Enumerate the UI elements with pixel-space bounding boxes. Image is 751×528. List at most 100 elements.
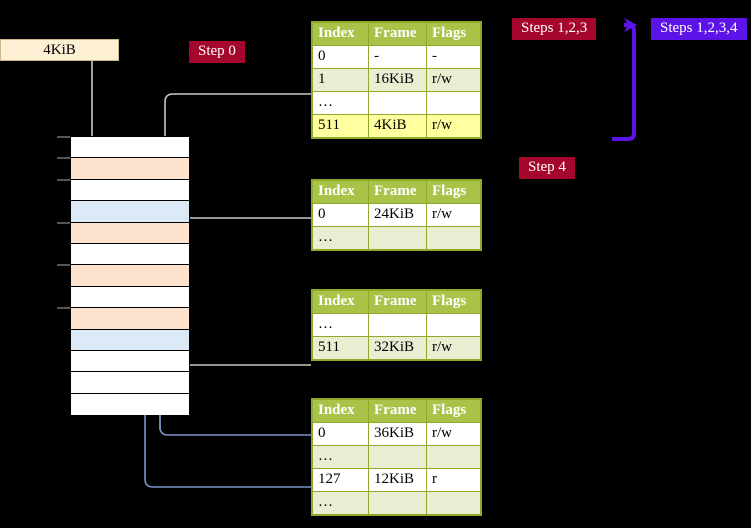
column-header-frame: Frame <box>368 180 427 204</box>
cell-frame <box>368 91 427 115</box>
cell-flags: r/w <box>426 114 481 138</box>
cell-index: 0 <box>312 422 369 446</box>
cell-frame: - <box>368 45 427 69</box>
column-header-frame: Frame <box>368 290 427 314</box>
cell-index: 0 <box>312 203 369 227</box>
cell-flags <box>426 91 481 115</box>
cell-flags <box>426 226 481 250</box>
virtual-address-label: 4KiB <box>43 41 76 58</box>
physical-memory-column <box>57 136 190 416</box>
memory-frame-row <box>71 286 189 309</box>
memory-frame-row <box>71 243 189 266</box>
cell-frame <box>368 313 427 337</box>
memory-frame-row <box>57 221 189 244</box>
table-row: 0-- <box>312 45 481 69</box>
cell-flags: r/w <box>426 336 481 360</box>
cell-frame: 24KiB <box>368 203 427 227</box>
memory-row-tick <box>57 178 70 181</box>
cell-flags <box>426 445 481 469</box>
cell-index: 511 <box>312 114 369 138</box>
column-header-flags: Flags <box>426 290 481 314</box>
column-header-index: Index <box>312 180 369 204</box>
cell-frame: 32KiB <box>368 336 427 360</box>
column-header-frame: Frame <box>368 22 427 46</box>
memory-frame-row <box>57 136 189 159</box>
badge-step-4: Step 4 <box>519 157 575 179</box>
cell-frame <box>368 445 427 469</box>
cell-index: … <box>312 91 369 115</box>
cell-index: 0 <box>312 45 369 69</box>
column-header-flags: Flags <box>426 180 481 204</box>
cell-flags: r/w <box>426 422 481 446</box>
badge-steps-123: Steps 1,2,3 <box>512 18 597 40</box>
cell-index: … <box>312 491 369 515</box>
cell-flags: r <box>426 468 481 492</box>
cell-index: … <box>312 226 369 250</box>
table-row: … <box>312 445 481 469</box>
cell-frame: 36KiB <box>368 422 427 446</box>
column-header-index: Index <box>312 22 369 46</box>
memory-frame-row <box>57 307 189 330</box>
memory-row-tick <box>57 307 70 310</box>
wire-steps-return <box>612 17 637 141</box>
column-header-index: Index <box>312 399 369 423</box>
cell-flags <box>426 313 481 337</box>
cell-index: 1 <box>312 68 369 92</box>
column-header-frame: Frame <box>368 399 427 423</box>
memory-frame-row <box>57 157 189 180</box>
cell-frame <box>368 491 427 515</box>
cell-flags: - <box>426 45 481 69</box>
memory-row-tick <box>57 264 70 267</box>
memory-frame-row <box>71 329 189 351</box>
memory-row-tick <box>57 136 70 138</box>
column-header-index: Index <box>312 290 369 314</box>
badge-step-0: Step 0 <box>189 41 245 63</box>
badge-steps-1234: Steps 1,2,3,4 <box>651 18 747 40</box>
cell-index: … <box>312 313 369 337</box>
memory-frame-row <box>71 372 189 394</box>
memory-row-tick <box>57 221 70 224</box>
cell-frame: 12KiB <box>368 468 427 492</box>
cell-flags: r/w <box>426 203 481 227</box>
memory-frame-row <box>57 178 189 202</box>
memory-row-tick <box>57 157 70 160</box>
cell-frame: 16KiB <box>368 68 427 92</box>
cell-frame <box>368 226 427 250</box>
cell-flags <box>426 491 481 515</box>
memory-frame-row <box>71 350 189 373</box>
memory-frame-row <box>71 201 189 223</box>
column-header-flags: Flags <box>426 22 481 46</box>
table-row: … <box>312 313 481 337</box>
virtual-address-box: 4KiB <box>0 39 119 61</box>
table-row: … <box>312 91 481 115</box>
cell-frame: 4KiB <box>368 114 427 138</box>
cell-index: 127 <box>312 468 369 492</box>
memory-frame-row <box>57 264 189 287</box>
column-header-flags: Flags <box>426 399 481 423</box>
cell-flags: r/w <box>426 68 481 92</box>
cell-index: 511 <box>312 336 369 360</box>
wire-mem-to-pd <box>172 310 311 366</box>
cell-index: … <box>312 445 369 469</box>
table-row: … <box>312 226 481 250</box>
memory-frame-row <box>71 393 189 416</box>
